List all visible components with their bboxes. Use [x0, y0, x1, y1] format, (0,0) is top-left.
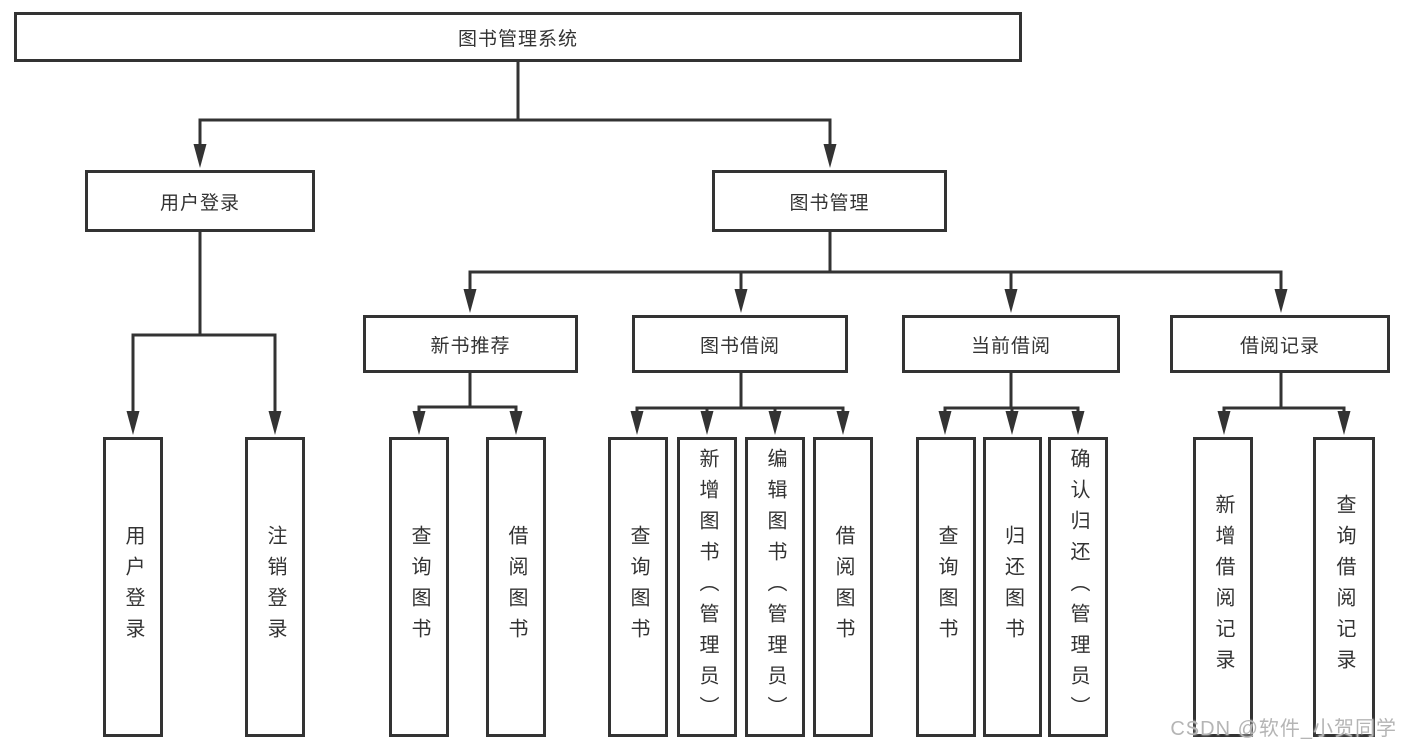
leaf-label: 查询图书	[627, 525, 649, 649]
leaf-label: 借阅图书	[832, 525, 854, 649]
leaf-query-books-recommend: 查询图书	[389, 437, 449, 737]
arrowhead-icon	[1217, 411, 1231, 435]
leaf-borrow-books: 借阅图书	[813, 437, 873, 737]
arrowhead-icon	[463, 289, 477, 313]
watermark: CSDN @软件_小贺同学	[1170, 718, 1397, 740]
connector-segment	[198, 118, 832, 160]
node-current-borrowing: 当前借阅	[902, 315, 1120, 373]
arrowhead-icon	[1274, 289, 1288, 313]
connector-segment	[635, 406, 845, 429]
connector-segment	[131, 333, 277, 427]
arrowhead-icon	[823, 144, 837, 168]
connector-segment	[417, 405, 518, 429]
arrowhead-icon	[630, 411, 644, 435]
connector-segment	[943, 406, 1080, 429]
leaf-label: 用户登录	[122, 525, 144, 649]
node-new-book-recommend: 新书推荐	[363, 315, 578, 373]
arrowhead-icon	[836, 411, 850, 435]
leaf-logout: 注销登录	[245, 437, 305, 737]
leaf-label: 查询图书	[408, 525, 430, 649]
node-user-login: 用户登录	[85, 170, 315, 232]
leaf-label: 新增借阅记录	[1212, 494, 1234, 680]
leaf-label: 确认归还（管理员）	[1067, 447, 1089, 727]
arrowhead-icon	[268, 411, 282, 435]
connector-segment	[468, 270, 1283, 307]
arrowhead-icon	[193, 144, 207, 168]
arrowhead-icon	[938, 411, 952, 435]
arrowhead-icon	[1337, 411, 1351, 435]
node-book-borrowing: 图书借阅	[632, 315, 848, 373]
leaf-label: 查询图书	[935, 525, 957, 649]
arrowhead-icon	[1004, 289, 1018, 313]
node-book-management: 图书管理	[712, 170, 947, 232]
arrowhead-icon	[509, 411, 523, 435]
arrowhead-icon	[768, 411, 782, 435]
leaf-add-books-admin: 新增图书（管理员）	[677, 437, 737, 737]
leaf-label: 借阅图书	[505, 525, 527, 649]
leaf-label: 新增图书（管理员）	[696, 447, 718, 727]
leaf-borrow-books-recommend: 借阅图书	[486, 437, 546, 737]
arrowhead-icon	[734, 289, 748, 313]
leaf-label: 编辑图书（管理员）	[764, 447, 786, 727]
leaf-label: 查询借阅记录	[1333, 494, 1355, 680]
leaf-query-borrow-record: 查询借阅记录	[1313, 437, 1375, 737]
leaf-query-books-borrowing: 查询图书	[608, 437, 668, 737]
leaf-label: 注销登录	[264, 525, 286, 649]
node-borrow-records: 借阅记录	[1170, 315, 1390, 373]
leaf-label: 归还图书	[1001, 525, 1024, 649]
leaf-return-books: 归还图书	[983, 437, 1042, 737]
arrowhead-icon	[1005, 411, 1019, 435]
leaf-user-login: 用户登录	[103, 437, 163, 737]
leaf-add-borrow-record: 新增借阅记录	[1193, 437, 1253, 737]
connector-segment	[1222, 406, 1346, 429]
arrowhead-icon	[412, 411, 426, 435]
leaf-edit-books-admin: 编辑图书（管理员）	[745, 437, 805, 737]
arrowhead-icon	[126, 411, 140, 435]
arrowhead-icon	[1071, 411, 1085, 435]
leaf-confirm-return-admin: 确认归还（管理员）	[1048, 437, 1108, 737]
node-library-management-system: 图书管理系统	[14, 12, 1022, 62]
arrowhead-icon	[700, 411, 714, 435]
leaf-query-books-current: 查询图书	[916, 437, 976, 737]
